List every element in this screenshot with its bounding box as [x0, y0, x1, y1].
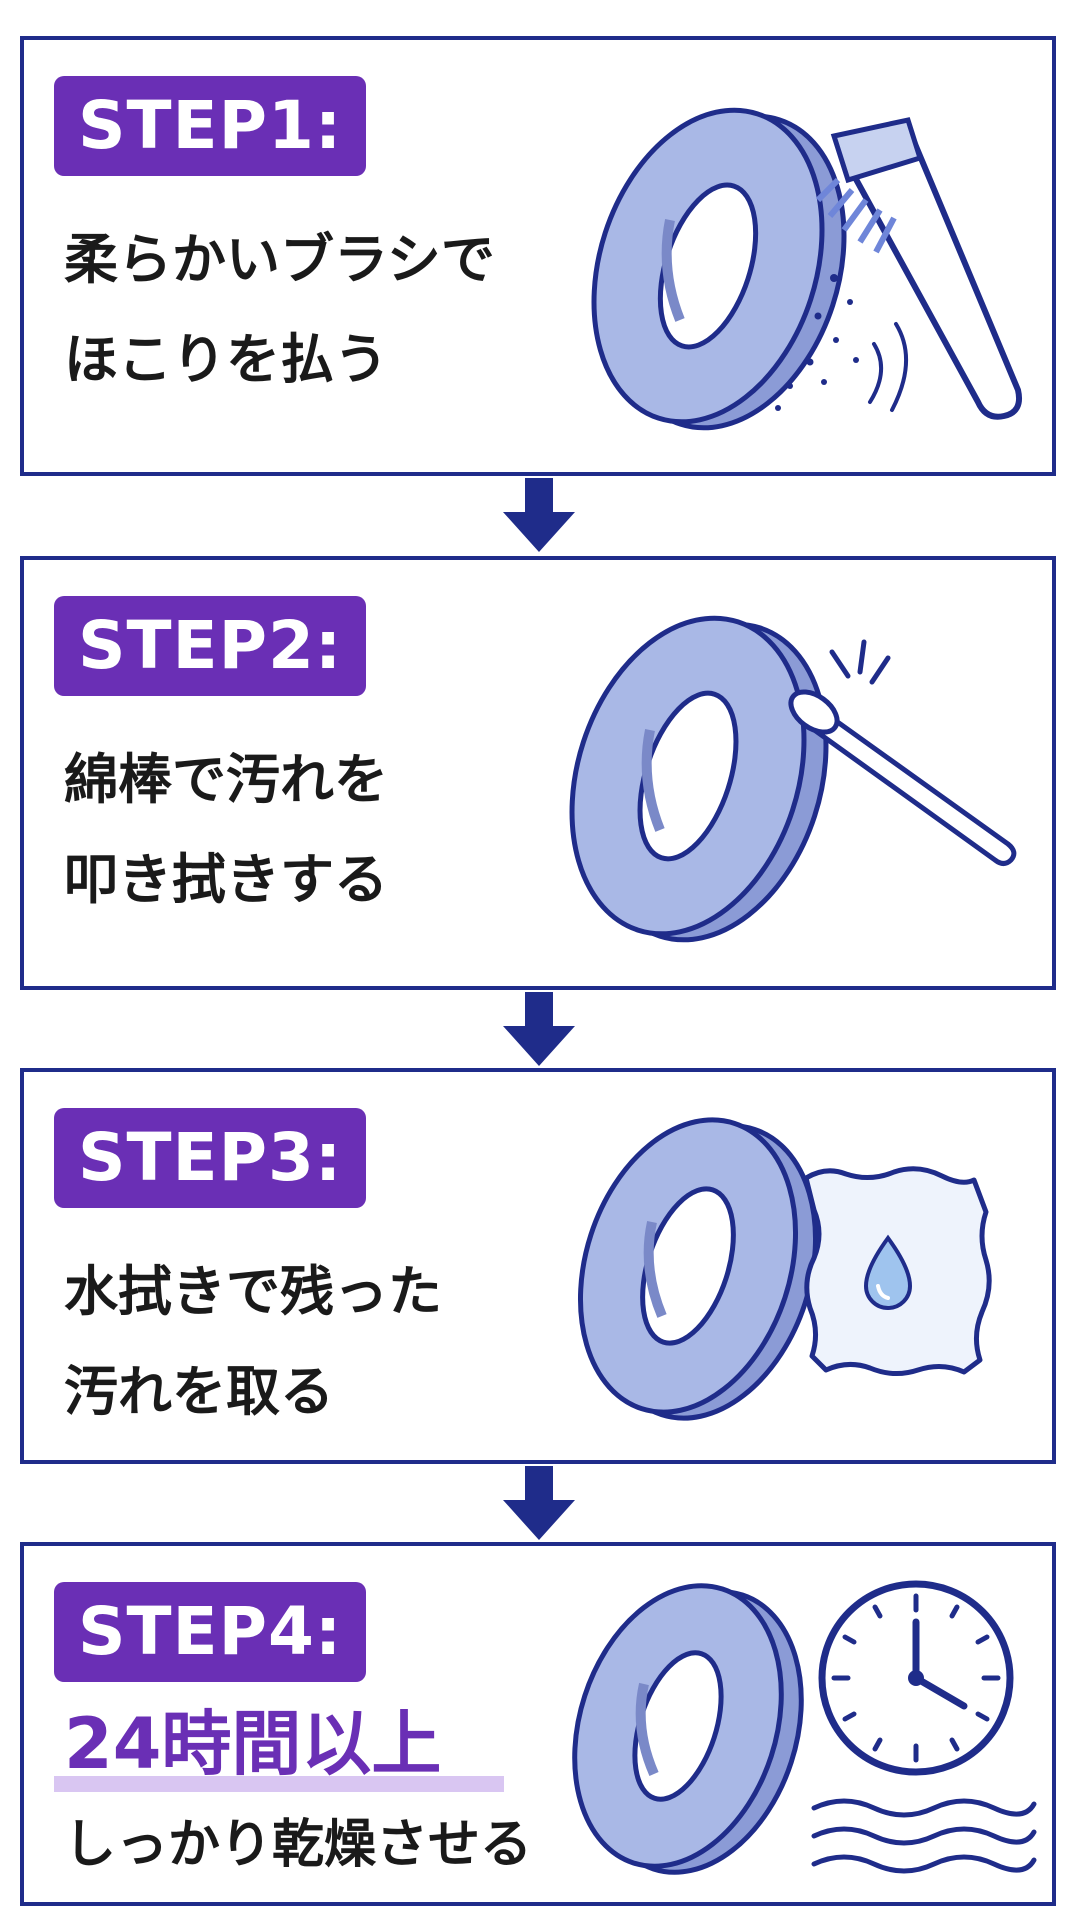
- step-3-illustration: [577, 1117, 992, 1421]
- step-1-line-1: 柔らかいブラシで: [64, 228, 495, 291]
- step-2-description: 綿棒で汚れを 叩き拭きする: [64, 730, 388, 930]
- step-1-card: STEP1: 柔らかいブラシで ほこりを払う: [20, 36, 1056, 476]
- sparkle-lines-icon: [829, 639, 891, 685]
- flow-arrow-3: [503, 1466, 575, 1540]
- step-3-card: STEP3: 水拭きで残った 汚れを取る: [20, 1068, 1056, 1464]
- brush-icon: [815, 117, 1022, 420]
- step-4-illustration: [572, 1580, 1037, 1875]
- flow-arrow-2: [503, 992, 575, 1066]
- highlight-underline: [54, 1776, 504, 1792]
- step-2-line-2: 叩き拭きする: [64, 848, 388, 911]
- ring-icon: [577, 1117, 819, 1421]
- step-3-line-2: 汚れを取る: [64, 1360, 334, 1423]
- step-2-card: STEP2: 綿棒で汚れを 叩き拭きする: [20, 556, 1056, 990]
- step-4-highlight: 24時間以上: [64, 1703, 442, 1785]
- step-2-badge: STEP2:: [54, 596, 367, 696]
- step-4-line: しっかり乾燥させる: [64, 1815, 533, 1875]
- ring-icon: [569, 615, 829, 943]
- step-2-illustration: [569, 615, 1017, 943]
- step-4-badge: STEP4:: [54, 1582, 367, 1682]
- motion-lines-icon: [868, 322, 908, 412]
- step-1-illustration: [591, 107, 1022, 431]
- flow-arrow-1: [503, 478, 575, 552]
- cotton-swab-icon: [788, 689, 1017, 866]
- step-1-description: 柔らかいブラシで ほこりを払う: [64, 210, 495, 410]
- step-3-badge: STEP3:: [54, 1108, 367, 1208]
- wet-cloth-icon: [803, 1166, 992, 1376]
- step-3-line-1: 水拭きで残った: [64, 1260, 442, 1323]
- step-3-description: 水拭きで残った 汚れを取る: [64, 1242, 442, 1442]
- airflow-icon: [811, 1798, 1037, 1874]
- dust-particles-icon: [775, 274, 859, 411]
- ring-icon: [591, 107, 847, 431]
- step-2-line-1: 綿棒で汚れを: [64, 748, 388, 811]
- step-1-line-2: ほこりを払う: [64, 328, 388, 391]
- step-4-card: STEP4: 24時間以上 しっかり乾燥させる: [20, 1542, 1056, 1906]
- ring-icon: [572, 1583, 804, 1875]
- step-1-badge: STEP1:: [54, 76, 367, 176]
- clock-icon: [818, 1580, 1014, 1776]
